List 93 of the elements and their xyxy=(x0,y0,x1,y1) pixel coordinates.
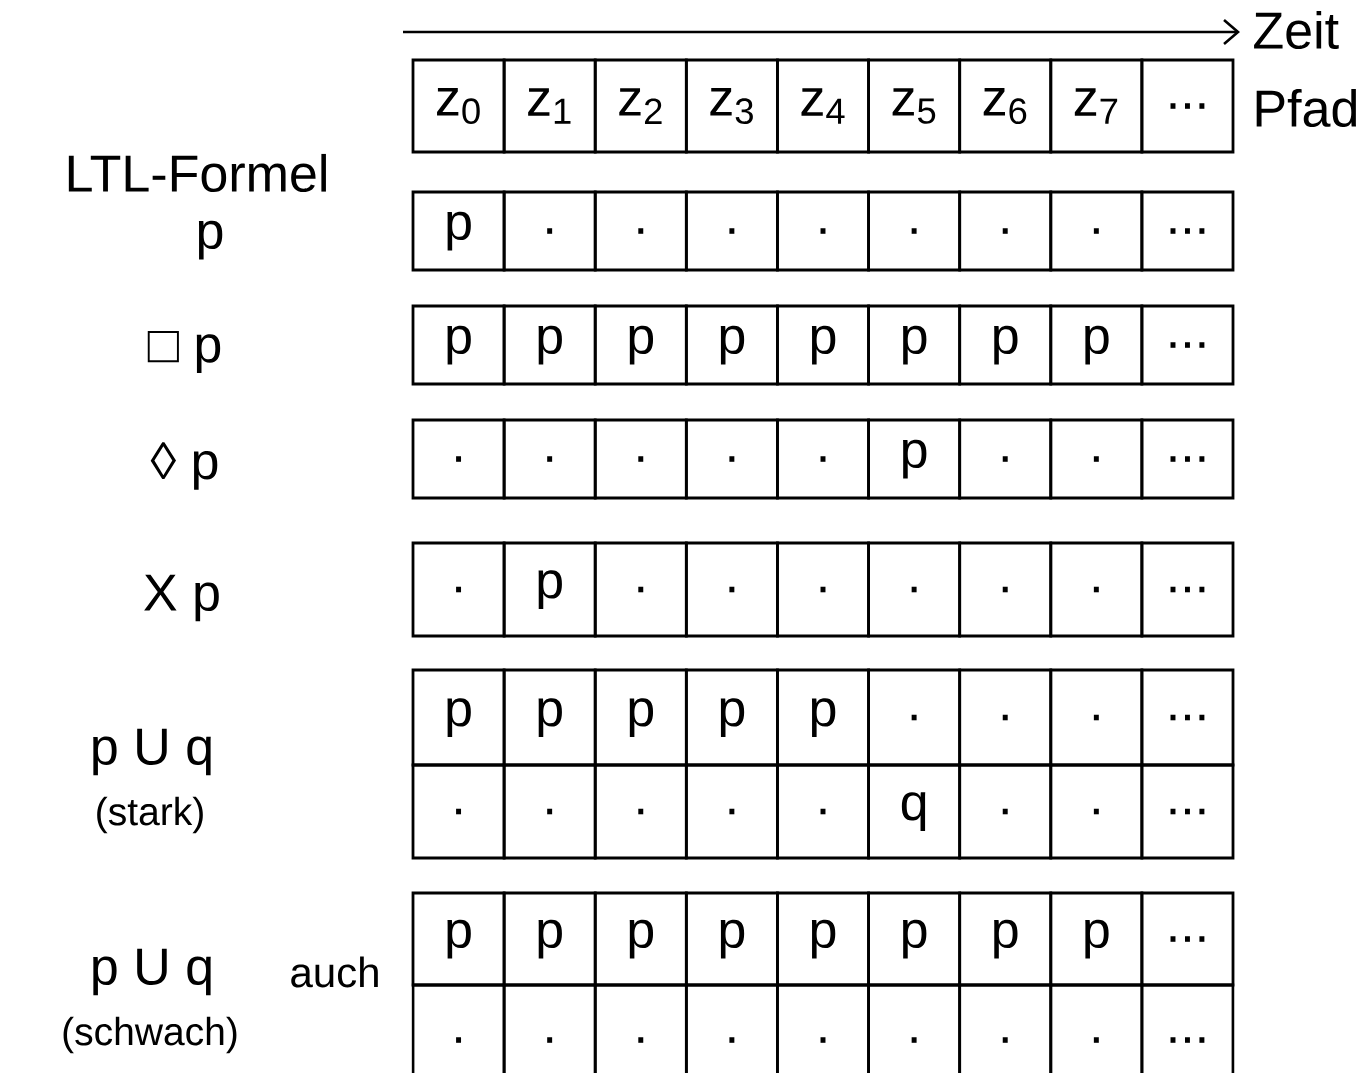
table-cell: p xyxy=(411,668,506,767)
table-cell: p xyxy=(502,891,597,987)
table-cell: p xyxy=(411,190,506,272)
table-cell: . xyxy=(1049,418,1144,500)
table-cell: p xyxy=(1049,304,1144,386)
formula-label: X p xyxy=(144,574,219,622)
table-cell: p xyxy=(684,304,779,386)
table-cell: . xyxy=(502,983,597,1073)
table-cell: . xyxy=(593,763,688,860)
table-cell: . xyxy=(684,418,779,500)
table-cell: . xyxy=(776,763,870,860)
table-cell: p xyxy=(502,668,597,767)
table-cell: z$_{4}$ xyxy=(776,58,870,154)
table-cell: . xyxy=(1049,983,1144,1073)
table-cell: . xyxy=(684,763,779,860)
table-cell: ... xyxy=(1140,418,1235,500)
note-text: auch xyxy=(291,956,378,988)
table-cell: . xyxy=(958,190,1053,272)
table-cell: p xyxy=(593,304,688,386)
table-cell: ... xyxy=(1140,190,1235,272)
axis-label: Zeit xyxy=(1254,10,1339,50)
formula-label: p U q xyxy=(93,728,211,776)
formula-label: □ p xyxy=(147,331,221,373)
table-cell: p xyxy=(593,891,688,987)
table-cell: z$_{6}$ xyxy=(958,58,1053,154)
table-cell: . xyxy=(1049,541,1144,638)
table-cell: . xyxy=(684,541,779,638)
formula-label: ◊ p xyxy=(150,442,218,490)
column-heading: LTL-Formel xyxy=(68,153,326,193)
table-cell: . xyxy=(958,763,1053,860)
table-cell: p xyxy=(958,891,1053,987)
table-cell: p xyxy=(684,891,779,987)
table-cell: . xyxy=(593,983,688,1073)
table-cell: p xyxy=(502,304,597,386)
table-cell: p xyxy=(411,304,506,386)
table-cell: ... xyxy=(1140,983,1235,1073)
table-cell: . xyxy=(776,418,870,500)
table-cell: . xyxy=(411,418,506,500)
table-cell: . xyxy=(684,190,779,272)
table-cell: . xyxy=(867,541,962,638)
table-cell: p xyxy=(502,541,597,638)
table-cell: . xyxy=(867,668,962,767)
table-cell: . xyxy=(776,190,870,272)
table-cell: p xyxy=(776,304,870,386)
table-cell: ... xyxy=(1140,891,1235,987)
table-cell: z$_{3}$ xyxy=(684,58,779,154)
table-cell: . xyxy=(1049,190,1144,272)
table-cell: z$_{5}$ xyxy=(867,58,962,154)
table-cell: p xyxy=(776,891,870,987)
table-cell: . xyxy=(502,763,597,860)
table-cell: . xyxy=(411,983,506,1073)
table-cell: . xyxy=(684,983,779,1073)
table-cell: p xyxy=(867,891,962,987)
table-cell: . xyxy=(958,418,1053,500)
table-cell: . xyxy=(1049,668,1144,767)
table-cell: p xyxy=(684,668,779,767)
table-cell: p xyxy=(867,418,962,500)
row-label: Pfad xyxy=(1256,88,1357,128)
table-cell: z$_{1}$ xyxy=(502,58,597,154)
table-cell: . xyxy=(593,541,688,638)
table-cell: . xyxy=(411,763,506,860)
table-cell: p xyxy=(411,891,506,987)
table-cell: . xyxy=(411,541,506,638)
table-cell: p xyxy=(593,668,688,767)
note-text: (schwach) xyxy=(63,1016,237,1054)
table-cell: . xyxy=(867,983,962,1073)
table-cell: z$_{7}$ xyxy=(1049,58,1144,154)
formula-label: p U q xyxy=(93,948,211,996)
table-cell: z$_{2}$ xyxy=(593,58,688,154)
table-cell: . xyxy=(1049,763,1144,860)
table-cell: ... xyxy=(1140,763,1235,860)
table-cell: . xyxy=(776,541,870,638)
table-cell: . xyxy=(958,983,1053,1073)
table-cell: p xyxy=(958,304,1053,386)
formula-label: p xyxy=(198,220,223,260)
table-cell: . xyxy=(958,541,1053,638)
table-cell: . xyxy=(502,418,597,500)
table-cell: ... xyxy=(1140,58,1235,154)
table-cell: p xyxy=(1049,891,1144,987)
table-cell: z$_{0}$ xyxy=(411,58,506,154)
table-cell: . xyxy=(593,418,688,500)
note-text: (stark) xyxy=(97,796,203,834)
table-cell: . xyxy=(958,668,1053,767)
table-cell: ... xyxy=(1140,668,1235,767)
table-cell: . xyxy=(593,190,688,272)
table-cell: p xyxy=(867,304,962,386)
table-cell: p xyxy=(776,668,870,767)
table-cell: ... xyxy=(1140,541,1235,638)
table-cell: . xyxy=(776,983,870,1073)
table-cell: . xyxy=(867,190,962,272)
table-cell: ... xyxy=(1140,304,1235,386)
table-cell: q xyxy=(867,763,962,860)
table-cell: . xyxy=(502,190,597,272)
